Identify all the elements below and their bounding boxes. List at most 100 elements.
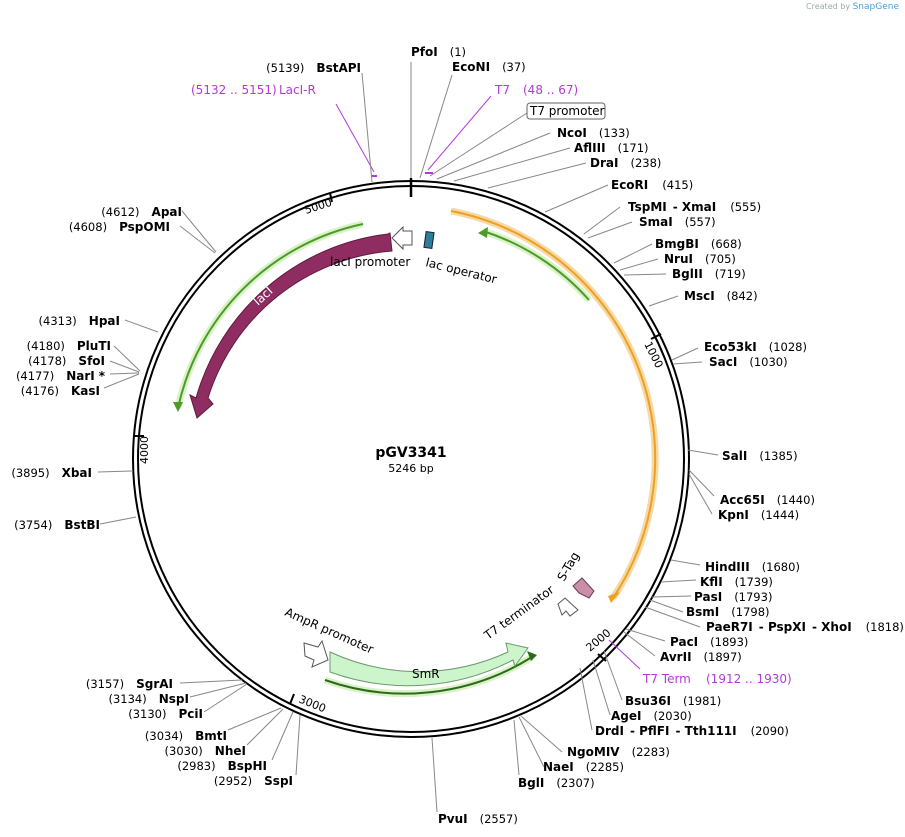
orf-right-arc bbox=[450, 210, 657, 599]
tick-label-1000: 1000 bbox=[641, 339, 665, 370]
leader-DrdI bbox=[579, 667, 593, 731]
site-NruI[interactable]: NruI(705) bbox=[664, 252, 736, 266]
leader-XbaI bbox=[97, 470, 134, 473]
site-NgoMIV[interactable]: NgoMIV(2283) bbox=[567, 745, 670, 759]
t7-term-primer-name: T7 Term bbox=[642, 672, 691, 686]
site-AflIII[interactable]: AflIII(171) bbox=[574, 141, 649, 155]
laci-r-primer-name: LacI-R bbox=[279, 83, 316, 97]
orf-top-right-arrowhead bbox=[478, 227, 488, 238]
site-Acc65I[interactable]: Acc65I(1440) bbox=[720, 493, 815, 507]
site-PacI[interactable]: PacI(1893) bbox=[670, 635, 748, 649]
site-KflI[interactable]: KflI(1739) bbox=[700, 575, 773, 589]
site-BspHI[interactable]: (2983)BspHI bbox=[177, 759, 267, 773]
ampr-promoter-label: AmpR promoter bbox=[283, 605, 376, 657]
site-PfoI[interactable]: PfoI(1) bbox=[411, 45, 466, 59]
smr-arrow[interactable] bbox=[329, 642, 529, 687]
leader-PvuI bbox=[431, 737, 438, 813]
site-KpnI[interactable]: KpnI(1444) bbox=[718, 508, 799, 522]
orf-top-right-arc bbox=[482, 230, 590, 301]
site-AvrII[interactable]: AvrII(1897) bbox=[660, 650, 742, 664]
site-PspOMI[interactable]: (4608)PspOMI bbox=[69, 220, 170, 234]
site-NheI[interactable]: (3030)NheI bbox=[165, 744, 246, 758]
site-BmgBI[interactable]: BmgBI(668) bbox=[655, 237, 742, 251]
leader-SspI bbox=[295, 714, 301, 776]
site-KasI[interactable]: (4176)KasI bbox=[21, 384, 100, 398]
leader-BspHI bbox=[271, 711, 294, 761]
leader-PaeR7I bbox=[644, 606, 701, 628]
leader-NcoI bbox=[436, 132, 551, 180]
site-BstBI[interactable]: (3754)BstBI bbox=[14, 518, 100, 532]
leader-PciI bbox=[203, 683, 248, 713]
site-PvuI[interactable]: PvuI(2557) bbox=[438, 812, 518, 826]
site-HpaI[interactable]: (4313)HpaI bbox=[39, 314, 120, 328]
tick-2000 bbox=[597, 653, 607, 662]
site-SgrAI[interactable]: (3157)SgrAI bbox=[86, 677, 173, 691]
leader-MscI bbox=[648, 295, 679, 307]
site-HindIII[interactable]: HindIII(1680) bbox=[705, 560, 800, 574]
laci-arrow[interactable] bbox=[189, 232, 393, 419]
laci-promoter-arrow[interactable] bbox=[391, 225, 413, 251]
leader-PasI bbox=[651, 595, 692, 598]
site-BsmI[interactable]: BsmI(1798) bbox=[686, 605, 770, 619]
site-XbaI[interactable]: (3895)XbaI bbox=[11, 466, 92, 480]
ampr-promoter-arrow[interactable] bbox=[303, 639, 329, 668]
tick-5000 bbox=[329, 192, 333, 203]
t7-term-leader bbox=[608, 639, 641, 670]
site-MscI[interactable]: MscI(842) bbox=[684, 289, 758, 303]
leader-TspMI bbox=[583, 206, 621, 235]
site-NspI[interactable]: (3134)NspI bbox=[109, 692, 190, 706]
leader-AflIII bbox=[453, 147, 571, 182]
site-TspMI[interactable]: TspMI- XmaI(555) bbox=[628, 200, 761, 214]
s-tag-arrow[interactable] bbox=[572, 577, 595, 599]
site-SacI[interactable]: SacI(1030) bbox=[709, 355, 788, 369]
site-NaeI[interactable]: NaeI(2285) bbox=[543, 760, 624, 774]
site-Eco53kI[interactable]: Eco53kI(1028) bbox=[704, 340, 807, 354]
site-DraI[interactable]: DraI(238) bbox=[590, 156, 661, 170]
tick-label-3000: 3000 bbox=[297, 693, 328, 716]
credit-brand: SnapGene bbox=[852, 2, 899, 12]
site-PasI[interactable]: PasI(1793) bbox=[694, 590, 772, 604]
site-EcoNI[interactable]: EcoNI(37) bbox=[452, 60, 526, 74]
t7-primer-leader bbox=[427, 95, 492, 171]
leader-BmgBI bbox=[613, 243, 653, 264]
site-Bsu36I[interactable]: Bsu36I(1981) bbox=[625, 694, 721, 708]
laci-r-leader bbox=[335, 103, 375, 173]
site-SspI[interactable]: (2952)SspI bbox=[214, 774, 293, 788]
leader-Acc65I bbox=[688, 469, 715, 497]
leader-NruI bbox=[619, 258, 659, 271]
site-SalI[interactable]: SalI(1385) bbox=[722, 449, 798, 463]
site-NarI[interactable]: (4177)NarI* bbox=[16, 369, 106, 383]
site-ApaI[interactable]: (4612)ApaI bbox=[101, 205, 182, 219]
site-labels: PfoI(1) EcoNI(37) NcoI(133) AflIII(171) … bbox=[11, 45, 904, 826]
site-PaeR7I[interactable]: PaeR7I- PspXI- XhoI(1818) bbox=[706, 620, 904, 634]
leader-SfoI bbox=[109, 360, 140, 373]
leader-KasI bbox=[103, 373, 140, 389]
site-BstAPI[interactable]: (5139)BstAPI bbox=[266, 61, 361, 75]
t7-terminator-arrow[interactable] bbox=[557, 597, 579, 617]
orf-bottom-arrowhead bbox=[527, 651, 537, 661]
site-BglI[interactable]: BglI(2307) bbox=[518, 776, 595, 790]
leader-BglI bbox=[513, 719, 520, 776]
leader-NheI bbox=[246, 708, 284, 746]
site-BglII[interactable]: BglII(719) bbox=[672, 267, 746, 281]
leader-Bsu36I bbox=[603, 650, 623, 701]
site-SfoI[interactable]: (4178)SfoI bbox=[28, 354, 105, 368]
site-EcoRI[interactable]: EcoRI(415) bbox=[611, 178, 693, 192]
site-NcoI[interactable]: NcoI(133) bbox=[557, 126, 630, 140]
site-SmaI[interactable]: SmaI(557) bbox=[639, 215, 716, 229]
leader-BmtI bbox=[227, 707, 282, 731]
leader-SalI bbox=[687, 449, 719, 456]
leader-AvrII bbox=[623, 631, 656, 657]
site-PciI[interactable]: (3130)PciI bbox=[128, 707, 203, 721]
leader-HindIII bbox=[670, 559, 701, 566]
lac-operator-box[interactable] bbox=[423, 230, 435, 250]
site-DrdI[interactable]: DrdI- PflFI- Tth111I(2090) bbox=[595, 724, 789, 738]
site-AgeI[interactable]: AgeI(2030) bbox=[611, 709, 692, 723]
site-PluTI[interactable]: (4180)PluTI bbox=[27, 339, 111, 353]
tick-3000 bbox=[289, 693, 295, 705]
site-BmtI[interactable]: (3034)BmtI bbox=[145, 729, 227, 743]
laci-promoter-label: lacI promoter bbox=[330, 255, 410, 269]
leader-PluTI bbox=[113, 345, 141, 372]
leader-SmaI bbox=[587, 221, 633, 239]
